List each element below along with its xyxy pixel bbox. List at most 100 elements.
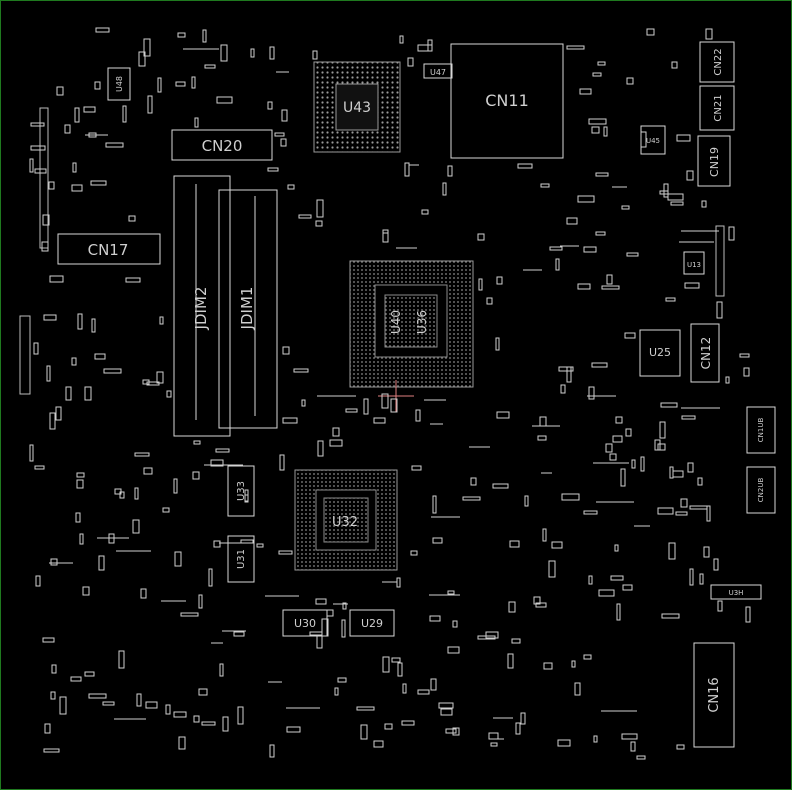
smd-component [174,551,182,567]
smd-component [49,412,56,430]
smd-component [278,550,293,555]
smd-component [399,35,404,44]
smd-component [560,384,566,394]
smd-component [577,195,595,203]
smd-component [345,408,358,413]
smd-component [470,477,477,486]
smd-component [630,741,636,752]
smd-component [44,723,51,734]
smd-component [646,28,655,36]
cn19-outline [697,135,731,187]
u47-outline [423,63,453,79]
smd-component [43,314,57,321]
smd-component [193,440,201,445]
smd-component [128,215,136,222]
smd-component [198,688,208,696]
smd-component [551,541,563,549]
smd-component [583,510,598,515]
smd-component [507,653,514,669]
smd-component [233,631,245,637]
smd-component [293,368,309,373]
cn22-outline [699,41,735,83]
smd-component [334,687,339,696]
smd-component [598,589,615,597]
smd-component [640,131,647,148]
label-cn20: CN20 [202,137,243,155]
smd-component [622,584,633,591]
smd-component [98,555,105,571]
smd-component [71,357,77,366]
smd-component [329,439,343,447]
smd-component [175,81,186,87]
label-cn12: CN12 [699,337,713,370]
smd-component [687,462,694,473]
smd-component [549,246,563,251]
smd-component [561,493,580,501]
smd-component [282,346,290,355]
smd-component [75,512,81,523]
smd-component [442,182,447,196]
smd-component [269,744,275,758]
smd-component [517,163,533,169]
smd-component [432,495,437,514]
smd-component [56,86,64,96]
smd-component [105,142,124,148]
smd-component [55,406,62,421]
label-u25: U25 [649,346,671,359]
smd-component [384,723,393,730]
smd-component [477,233,485,241]
smd-component [540,183,550,188]
smd-component [373,740,384,748]
smd-component [244,489,249,502]
smd-component [566,45,585,50]
smd-component [520,712,526,725]
cn11-outline [450,43,564,159]
smd-component [88,693,107,699]
smd-component [140,588,147,599]
smd-component [665,297,676,302]
cn1ub-outline [746,406,776,454]
smd-component [447,590,455,595]
cn12-outline [690,323,720,383]
smd-component [317,440,324,457]
smd-component [321,618,329,637]
smd-component [404,162,410,177]
smd-component [142,379,150,385]
smd-component [42,637,55,643]
smd-component [430,678,437,691]
smd-component [173,711,187,718]
smd-component [555,258,560,271]
smd-component [71,184,83,192]
smd-component [462,496,481,501]
smd-component [543,662,553,670]
smd-component [588,118,607,125]
smd-component [94,353,106,360]
smd-component [657,507,674,515]
smd-component [689,505,708,510]
smd-component [337,677,347,683]
smd-component [667,193,684,201]
smd-component [122,105,127,123]
smd-component [660,402,678,408]
smd-component [287,184,295,190]
smd-component [192,471,200,480]
smd-component [301,399,306,407]
smd-component [76,479,84,489]
smd-component [64,124,71,134]
smd-component [716,301,723,319]
smd-component [614,544,619,552]
label-u33: U33 [236,481,247,501]
smd-component [316,199,324,218]
smd-component [445,728,457,734]
smd-component [269,46,275,60]
smd-component [595,231,606,236]
smd-component [492,483,509,489]
smd-component [537,435,547,441]
cn20-outline [171,129,273,161]
smd-component [717,600,723,612]
smd-component [447,165,453,177]
smd-component [103,368,122,374]
smd-component [706,505,711,522]
smd-component [701,200,707,208]
smd-component [193,715,200,723]
